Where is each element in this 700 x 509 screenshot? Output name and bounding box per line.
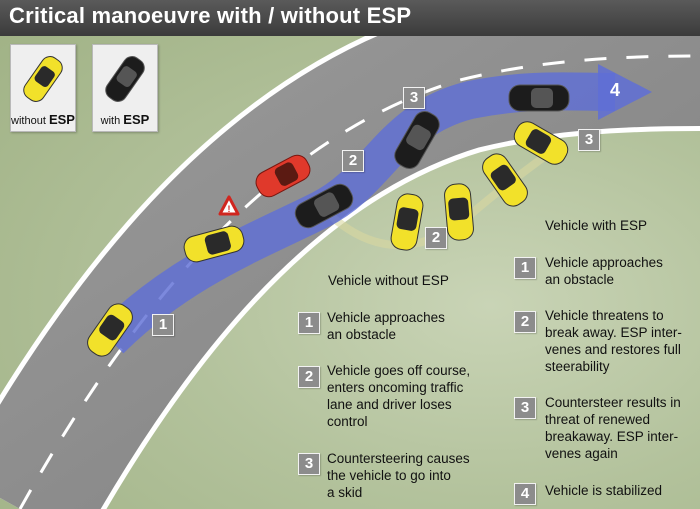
car-black-2 — [394, 111, 440, 169]
scene-marker-3: 3 — [403, 87, 425, 109]
with-esp-heading: Vehicle with ESP — [545, 218, 648, 233]
car-yellow-6 — [513, 121, 569, 165]
legend-without-label: without ESP — [11, 112, 75, 127]
with-step-3-number: 3 — [514, 397, 536, 419]
scene-marker-2: 2 — [342, 150, 364, 172]
scene-marker-4: 4 — [609, 80, 620, 100]
without-step-3-number: 3 — [298, 453, 320, 475]
car-yellow-icon — [23, 56, 63, 102]
scene-marker-esp-2: 2 — [425, 227, 447, 249]
road-centre-line — [18, 54, 700, 509]
scene-marker-esp-3: 3 — [578, 129, 600, 151]
car-yellow-2 — [183, 225, 245, 263]
title-bar: Critical manoeuvre with / without ESP — [0, 0, 700, 36]
warning-triangle-icon: ! — [218, 195, 240, 216]
legend-with-label: with ESP — [100, 112, 150, 127]
without-step-2-text: Vehicle goes off course,enters oncoming … — [327, 363, 471, 429]
car-black-1 — [294, 183, 354, 229]
svg-text:!: ! — [228, 204, 231, 214]
with-step-1-number: 1 — [514, 257, 536, 279]
with-step-2-number: 2 — [514, 311, 536, 333]
car-yellow-5 — [482, 153, 528, 207]
legend-with-esp: with ESP — [92, 44, 158, 132]
car-yellow-3 — [390, 193, 424, 251]
without-step-2-number: 2 — [298, 366, 320, 388]
with-step-4-number: 4 — [514, 483, 536, 505]
car-black-icon — [105, 56, 145, 102]
legend-without-esp: without ESP — [10, 44, 76, 132]
page-title: Critical manoeuvre with / without ESP — [9, 3, 412, 28]
without-step-1-number: 1 — [298, 312, 320, 334]
car-yellow-4 — [444, 183, 474, 241]
car-black-3 — [508, 84, 570, 112]
trajectory-arrowhead — [598, 64, 652, 120]
scene-marker-1: 1 — [152, 314, 174, 336]
car-red — [255, 154, 311, 198]
car-yellow-1 — [87, 303, 133, 357]
with-step-4-text: Vehicle is stabilized — [545, 483, 663, 498]
without-esp-heading: Vehicle without ESP — [328, 273, 449, 288]
